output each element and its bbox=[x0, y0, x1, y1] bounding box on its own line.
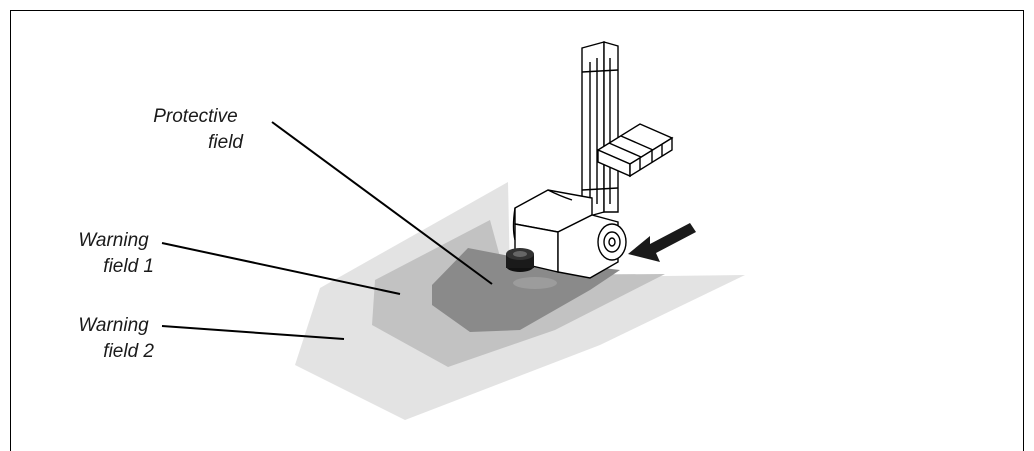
arrow-left-icon bbox=[628, 223, 696, 262]
warning-field-2-pointer bbox=[161, 325, 345, 340]
warning-field-1-pointer bbox=[161, 242, 401, 295]
label-protective-field: Protective field bbox=[153, 106, 244, 153]
figure-frame bbox=[10, 10, 1024, 451]
label-warning-field-2: Warning field 2 bbox=[78, 315, 154, 362]
protective-field-pointer bbox=[271, 121, 493, 285]
forklift-icon bbox=[512, 41, 674, 279]
laser-scanner-icon bbox=[506, 248, 557, 289]
label-warning-field-1: Warning field 1 bbox=[78, 230, 154, 277]
